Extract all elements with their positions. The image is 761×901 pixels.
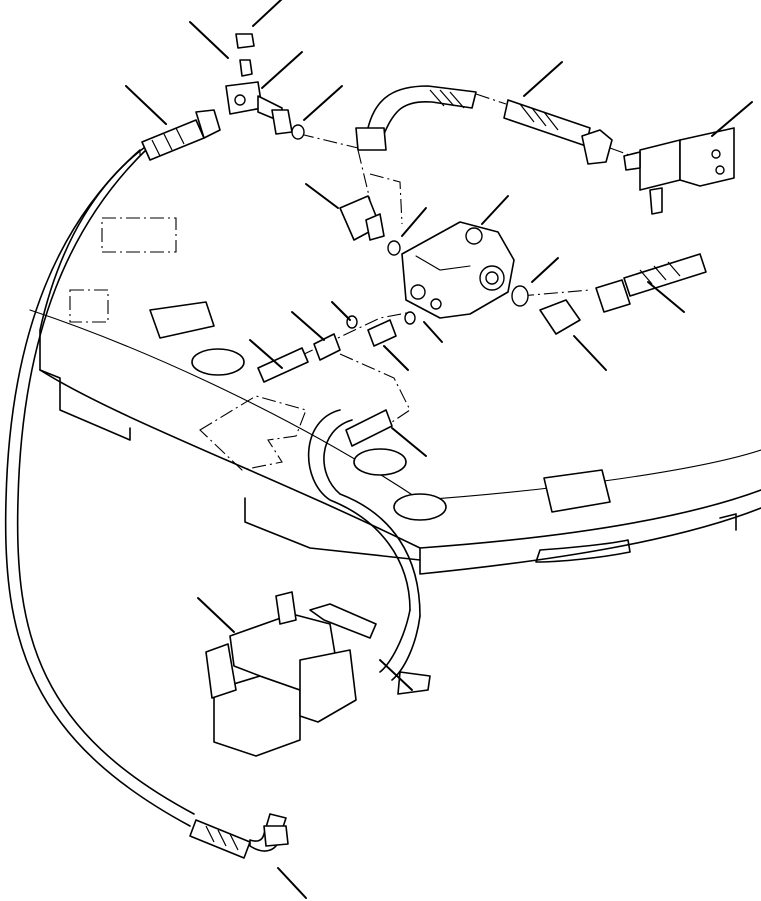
callout-leader-5 bbox=[125, 85, 167, 125]
callout-leader-22 bbox=[277, 867, 307, 899]
bracket bbox=[623, 127, 735, 215]
callout-leader-1 bbox=[252, 0, 283, 27]
tee-fitting bbox=[225, 33, 305, 140]
callout-leader-17 bbox=[383, 345, 409, 371]
callout-leader-4 bbox=[303, 85, 343, 121]
callout-leader-14 bbox=[331, 301, 351, 321]
hose-runs bbox=[4, 145, 421, 827]
callout-leader-9 bbox=[401, 207, 427, 237]
callout-leader-13 bbox=[573, 335, 607, 371]
callout-leader-19 bbox=[391, 427, 427, 457]
callout-leader-12 bbox=[647, 281, 685, 313]
callout-leader-7 bbox=[711, 101, 753, 137]
callout-leader-8 bbox=[305, 183, 339, 209]
callout-leader-18 bbox=[249, 339, 283, 369]
callout-leader-20 bbox=[197, 597, 235, 633]
callout-leader-16 bbox=[423, 321, 443, 343]
small-fittings bbox=[257, 311, 416, 447]
callout-leader-21 bbox=[379, 659, 413, 691]
callout-leader-11 bbox=[531, 257, 559, 283]
floor-openings bbox=[69, 217, 611, 521]
pump-assembly bbox=[205, 591, 431, 757]
top-hose bbox=[355, 85, 613, 165]
valve-body bbox=[339, 195, 515, 319]
callout-leader-3 bbox=[261, 51, 303, 89]
callout-leader-2 bbox=[189, 21, 229, 59]
callout-leaders bbox=[125, 0, 753, 899]
callout-leader-15 bbox=[291, 311, 325, 341]
right-elbow-hose bbox=[511, 253, 707, 335]
callout-leader-6 bbox=[523, 61, 563, 97]
left-hose-end bbox=[141, 109, 221, 161]
bottom-hose-end bbox=[189, 813, 289, 859]
callout-leader-10 bbox=[481, 195, 509, 225]
